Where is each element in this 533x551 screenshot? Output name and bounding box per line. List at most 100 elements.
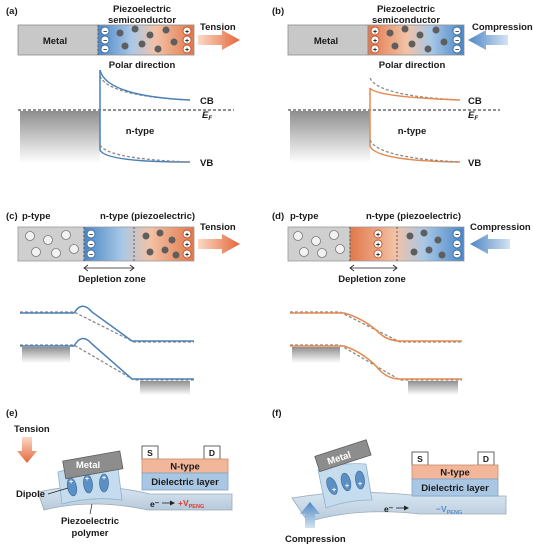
cb-strained-orange	[290, 312, 462, 342]
ptype-label: p-type	[290, 211, 319, 222]
source-label: S	[417, 454, 423, 464]
electron-dots	[406, 229, 446, 259]
hole-circles	[293, 230, 345, 258]
cb-label: CB	[468, 96, 482, 107]
metal-fermi-well	[290, 111, 370, 163]
electron-arrowhead	[404, 505, 409, 511]
polymer-pointer	[89, 503, 93, 515]
piezo-semiconductor-block	[367, 24, 465, 56]
vb-unstrained-dashed	[369, 139, 461, 163]
ntype-label: n-type	[126, 126, 155, 137]
panel-f-tag: (f)	[272, 408, 282, 419]
dipole-ellipses	[66, 473, 109, 497]
panel-a: (a) Piezoelectric semiconductor Metal − …	[6, 4, 240, 169]
poly-label-line2: polymer	[72, 528, 109, 539]
svg-text:−: −	[455, 47, 459, 54]
compression-arrow	[470, 234, 510, 254]
svg-text:−: −	[455, 252, 459, 259]
dipole-label: Dipole	[16, 489, 45, 500]
compression-up-arrow	[300, 502, 320, 528]
panel-d-tag: (d)	[272, 211, 284, 222]
electron-dots	[142, 229, 180, 259]
svg-text:+: +	[376, 242, 380, 249]
negative-charges: − − −	[86, 229, 96, 259]
depletion-zone-label: Depletion zone	[78, 274, 146, 285]
negative-charges: − − −	[452, 26, 462, 54]
cb-unstrained-dashed	[20, 311, 194, 343]
positive-charges: + + +	[182, 26, 192, 54]
svg-text:+: +	[69, 479, 73, 486]
drain-label: D	[209, 448, 215, 458]
p-side-fermi-fill	[292, 347, 340, 363]
svg-text:+: +	[185, 38, 189, 45]
n-side-fermi-fill	[408, 381, 458, 395]
depletion-zone-marker	[349, 264, 398, 272]
electron-arrowhead	[170, 500, 175, 506]
panel-f: (f) Metal +++ Compression S D N-type Die…	[272, 408, 507, 545]
panel-b: (b) Piezoelectric semiconductor Metal + …	[272, 4, 533, 169]
vb-label: VB	[468, 158, 481, 169]
source-label: S	[147, 448, 153, 458]
dielectric-layer-label: Dielectric layer	[151, 477, 219, 488]
tension-down-arrow	[17, 437, 37, 463]
panel-e-tag: (e)	[6, 408, 18, 419]
svg-text:+: +	[185, 29, 189, 36]
poly-label-line1: Piezoelectric	[61, 516, 119, 527]
svg-text:+: +	[373, 38, 377, 45]
electron-dots	[386, 25, 448, 53]
band-strained-orange	[369, 88, 461, 163]
dielectric-layer	[411, 478, 499, 497]
svg-text:+: +	[185, 47, 189, 54]
svg-text:+: +	[185, 242, 189, 249]
svg-text:−: −	[455, 38, 459, 45]
ptype-label: p-type	[22, 211, 51, 222]
svg-text:−: −	[455, 29, 459, 36]
ntype-piezo-label: n-type (piezoelectric)	[366, 211, 461, 222]
svg-text:+: +	[85, 476, 89, 483]
svg-text:−: −	[103, 47, 107, 54]
vb-strained-orange	[290, 345, 462, 380]
semiconductor-title-line2: semiconductor	[372, 15, 440, 26]
svg-text:−: −	[89, 232, 93, 239]
cb-label: CB	[200, 96, 214, 107]
ntype-label: n-type	[398, 126, 427, 137]
force-label: Compression	[285, 534, 346, 545]
svg-text:+: +	[373, 29, 377, 36]
semiconductor-title-line2: semiconductor	[108, 15, 176, 26]
svg-text:+: +	[376, 252, 380, 259]
panel-e: (e) Tension Metal +++ Dipole Piezoelectr…	[6, 408, 233, 539]
cb-unstrained-dashed	[99, 75, 191, 101]
metal-label: Metal	[76, 460, 100, 471]
positive-charges: + + +	[370, 26, 380, 54]
dipole-signs: + + +	[69, 475, 106, 486]
metal-block	[314, 439, 372, 473]
dielectric-layer	[141, 472, 229, 491]
force-label: Tension	[200, 222, 236, 233]
semiconductor-title-line1: Piezoelectric	[113, 4, 171, 15]
svg-text:+: +	[345, 483, 349, 490]
metal-label: Metal	[314, 36, 338, 47]
force-label: Tension	[200, 22, 236, 33]
vb-strained-blue	[20, 337, 194, 380]
depletion-zone-marker	[83, 264, 135, 272]
drain-label: D	[483, 454, 489, 464]
metal-fermi-well	[20, 111, 100, 163]
positive-charges: + + +	[182, 229, 192, 259]
svg-text:+: +	[332, 487, 336, 494]
svg-text:+: +	[185, 232, 189, 239]
cb-strained-orange	[369, 87, 461, 101]
vb-label: VB	[200, 158, 213, 169]
metal-block	[17, 24, 99, 56]
metal-label: Metal	[43, 36, 67, 47]
polar-direction-label: Polar direction	[109, 60, 176, 71]
vpeng-label: −VPENG	[436, 504, 462, 516]
piezo-semiconductor-block	[97, 24, 195, 56]
svg-text:+: +	[102, 475, 106, 482]
dipole-pointer	[47, 487, 69, 495]
vb-unstrained-dashed	[20, 344, 194, 381]
cb-strained-blue	[20, 305, 194, 342]
svg-text:+: +	[376, 232, 380, 239]
compression-arrow	[468, 30, 508, 50]
svg-text:−: −	[455, 242, 459, 249]
